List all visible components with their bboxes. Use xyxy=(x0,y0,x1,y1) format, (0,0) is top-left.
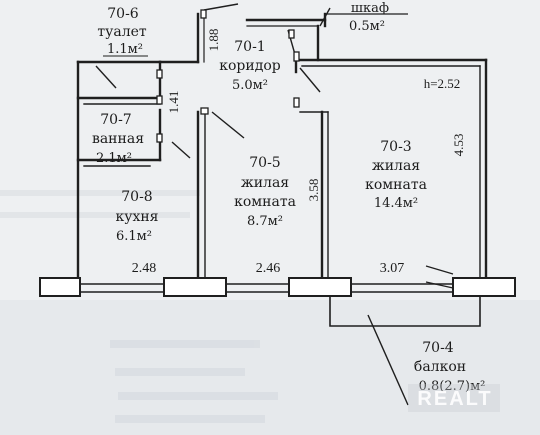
balcony-door-line-2 xyxy=(425,281,454,289)
door-jambs xyxy=(156,9,300,143)
door-room5 xyxy=(211,111,245,139)
room-area: 0.8(2.7)м² xyxy=(419,379,486,394)
room-area: 14.4м² xyxy=(374,196,418,211)
room-70-6-label: 70-6 туалет 1.1м² xyxy=(97,6,148,57)
door-room3 xyxy=(299,67,321,93)
watermark-backdrop xyxy=(408,384,500,412)
shkaf-label: шкаф 0.5м² xyxy=(325,1,408,34)
room-70-5-label: 70-5 жилая комната 8.7м² xyxy=(234,155,296,229)
pier-3 xyxy=(288,277,352,297)
room-70-8-label: 70-8 кухня 6.1м² xyxy=(115,189,158,244)
room-name-line1: жилая xyxy=(372,158,420,174)
room-code: 70-5 xyxy=(249,155,280,171)
paper-shadow xyxy=(0,300,540,435)
room-area: 6.1м² xyxy=(116,229,152,244)
room-70-7-label: 70-7 ванная 2.1м² xyxy=(92,112,144,166)
door-shkaf xyxy=(319,7,331,27)
room-area: 1.1м² xyxy=(107,42,143,57)
balcony-outline xyxy=(329,296,481,327)
room-area: 2.1м² xyxy=(96,151,132,166)
dim-bath-height: 1.41 xyxy=(166,91,181,114)
balcony-door-line-1 xyxy=(425,265,454,275)
room-code: 70-8 xyxy=(121,189,152,205)
dim-window-1: 2.48 xyxy=(132,261,157,276)
bottom-wall xyxy=(39,265,516,297)
dim-corridor-width: 1.88 xyxy=(206,29,221,52)
jamb-5 xyxy=(293,51,300,62)
jamb-3 xyxy=(156,133,163,143)
room-area: 5.0м² xyxy=(232,78,268,93)
room-name: кухня xyxy=(115,209,158,225)
room-code: 70-7 xyxy=(100,112,131,128)
room-name: ванная xyxy=(92,131,144,147)
bleed-through-text xyxy=(0,190,278,423)
door-corridor-top xyxy=(203,3,239,11)
room-name: туалет xyxy=(97,24,147,40)
room-name: шкаф xyxy=(351,1,389,16)
door-toilet xyxy=(95,65,117,89)
room-code: 70-1 xyxy=(234,39,265,55)
dim-window-3: 3.07 xyxy=(380,261,405,276)
room-name-line2: комната xyxy=(365,177,427,193)
room-code: 70-4 xyxy=(422,340,454,356)
dim-room5-depth: 3.58 xyxy=(306,179,321,202)
room-name: балкон xyxy=(414,359,466,375)
room-code: 70-3 xyxy=(380,139,411,155)
balcony xyxy=(329,296,481,406)
jamb-6 xyxy=(293,97,300,108)
room-area: 8.7м² xyxy=(247,214,283,229)
room-name-line1: жилая xyxy=(241,175,289,191)
watermark: REALT xyxy=(408,384,500,412)
room-70-4-label: 70-4 балкон 0.8(2.7)м² xyxy=(414,340,486,394)
jamb-1 xyxy=(156,69,163,79)
jamb-8 xyxy=(288,29,295,39)
dim-ceiling-height: h=2.52 xyxy=(424,76,461,91)
pier-4 xyxy=(452,277,516,297)
room-70-3-label: 70-3 жилая комната 14.4м² xyxy=(365,139,427,211)
room-name-line2: комната xyxy=(234,194,296,210)
watermark-text: REALT xyxy=(417,388,492,410)
jamb-7 xyxy=(200,107,209,115)
room-area: 0.5м² xyxy=(349,19,385,34)
balcony-leader xyxy=(367,314,409,406)
room-code: 70-6 xyxy=(107,6,139,22)
pier-1 xyxy=(39,277,81,297)
dim-room3-depth: 4.53 xyxy=(451,134,466,157)
jamb-2 xyxy=(156,95,163,105)
room-70-1-label: 70-1 коридор 5.0м² xyxy=(219,39,281,93)
dim-window-2: 2.46 xyxy=(256,261,281,276)
room-name: коридор xyxy=(219,58,281,74)
jamb-4 xyxy=(200,9,207,19)
door-bath xyxy=(171,141,191,159)
pier-2 xyxy=(163,277,227,297)
